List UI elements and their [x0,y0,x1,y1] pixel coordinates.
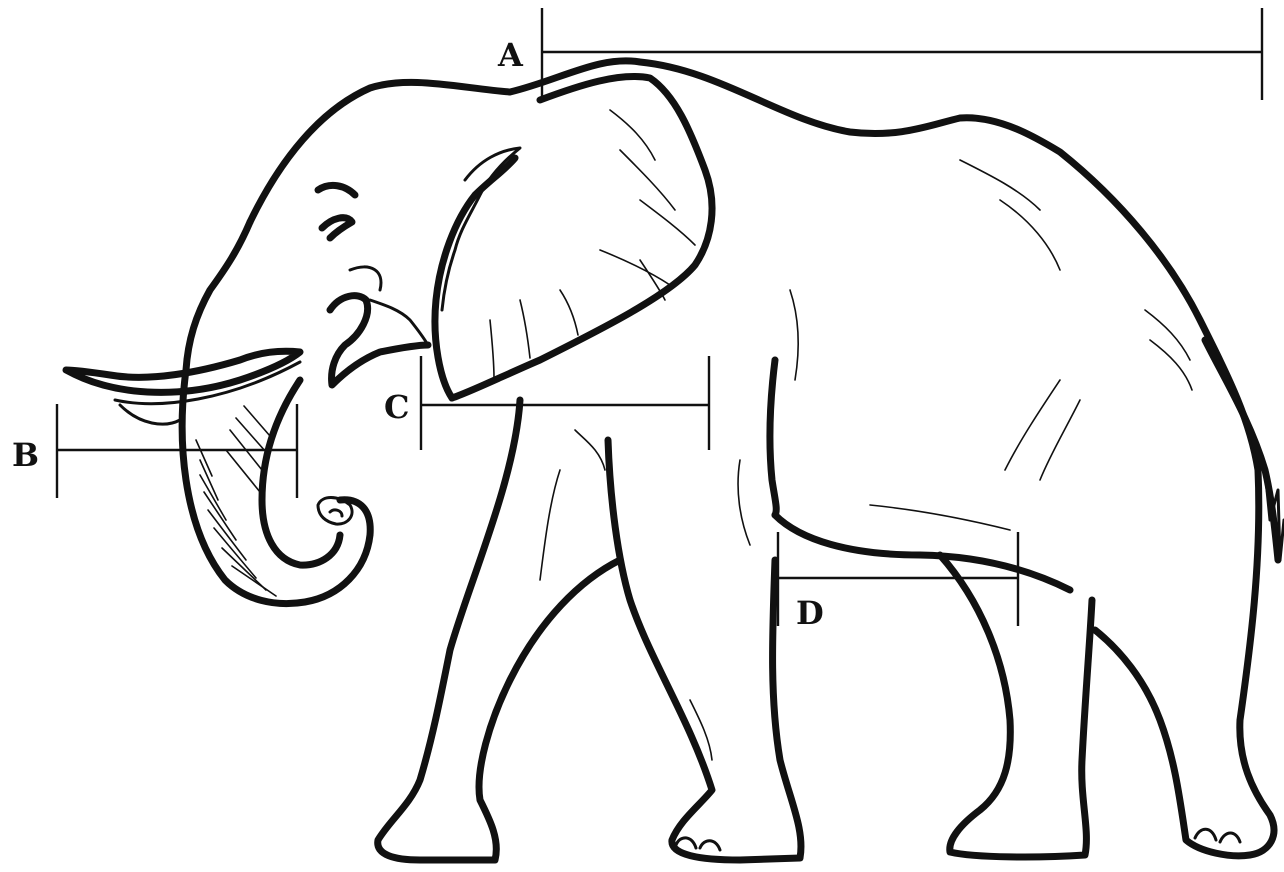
elephant-trunk-tip [316,496,354,526]
elephant-drawing [62,57,1284,864]
elephant-foot-toes-front [674,836,722,852]
elephant-ear [431,73,716,402]
elephant-front-leg-left [374,396,624,864]
label-c: C [384,388,409,426]
elephant-hind-leg-right [1091,466,1278,860]
elephant-belly [771,511,1074,594]
elephant-tail-tuft [1263,468,1284,562]
elephant-foot-toes-hind [1193,827,1242,844]
elephant-tail [1201,336,1282,564]
elephant-cheek [348,265,383,292]
trunk-hatching [195,405,277,597]
measurement-d: D [776,532,1020,632]
elephant-front-leg-right [604,436,805,864]
label-d: D [796,594,824,632]
measurement-a: A [497,8,1264,100]
elephant-tusk [62,347,304,396]
elephant-hind-leg-left [936,551,1096,861]
elephant-forehead-outline [178,218,374,608]
elephant-trunk-inner [258,376,344,569]
elephant-brow [314,181,359,199]
elephant-tusk-lower [113,360,302,406]
label-a: A [497,36,524,74]
measurement-b: B [12,404,299,498]
elephant-back-outline [246,57,1262,474]
elephant-mouth [326,292,432,389]
elephant-eye [318,214,356,242]
ear-texture-lines [489,109,696,379]
elephant-shoulder [766,356,780,519]
body-wrinkles [539,159,1193,761]
elephant-trunk-nostril [328,508,344,518]
measurement-c: C [384,356,711,450]
label-b: B [12,436,39,474]
elephant-ear-fold [440,146,522,312]
elephant-lip [368,298,430,347]
elephant-tusk-base [118,403,182,426]
